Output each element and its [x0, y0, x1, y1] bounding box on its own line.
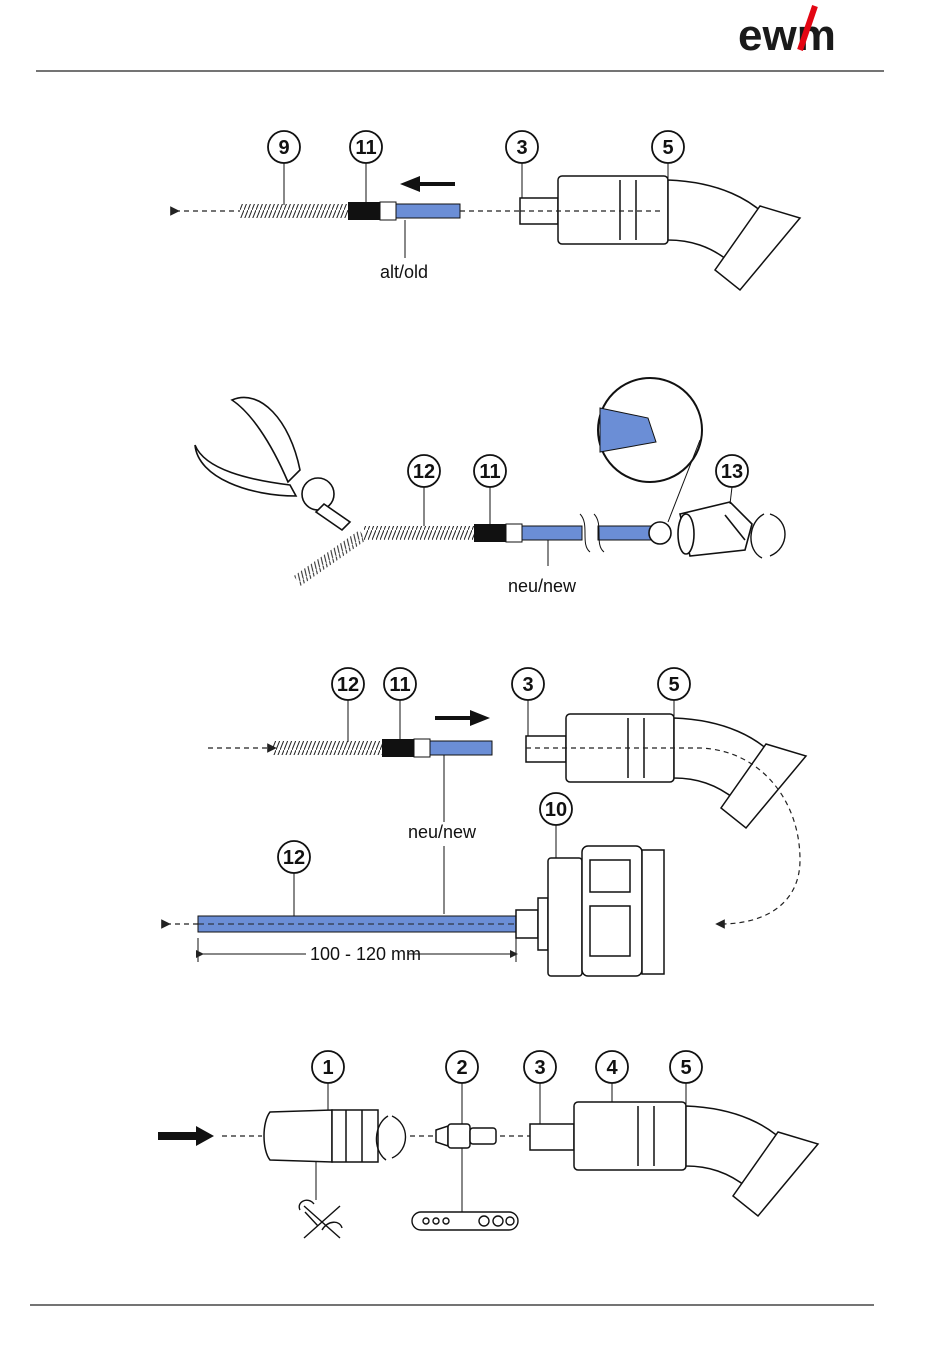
- sharpener-tool-icon: [678, 502, 752, 556]
- liner-end-detail: [649, 522, 671, 544]
- callout-10: 10: [540, 793, 572, 858]
- old-liner: [396, 204, 460, 218]
- svg-text:3: 3: [534, 1057, 545, 1079]
- step-4-figure: 1 2 3 4 5: [158, 1051, 818, 1238]
- callout-5: 5: [670, 1051, 702, 1106]
- logo-text: ewm: [738, 11, 836, 60]
- callout-11: 11: [350, 131, 382, 202]
- central-connector: [516, 846, 664, 976]
- callout-3: 3: [506, 131, 538, 198]
- svg-text:2: 2: [456, 1057, 467, 1079]
- callout-9: 9: [268, 131, 300, 205]
- svg-text:11: 11: [479, 461, 500, 483]
- step-1-figure: alt/old 9 11 3 5: [175, 131, 800, 290]
- sleeve-white: [380, 202, 396, 220]
- insert-direction-arrow-icon: [435, 710, 490, 726]
- svg-text:11: 11: [389, 674, 410, 696]
- step-2-figure: neu/new 12 11 13: [195, 378, 785, 596]
- svg-text:5: 5: [668, 674, 679, 696]
- svg-text:12: 12: [337, 674, 359, 696]
- callout-5: 5: [658, 668, 690, 718]
- side-cutter-pliers-icon: [195, 397, 350, 530]
- step-3-figure: neu/new 100 - 120 mm 12: [166, 668, 806, 976]
- callout-11: 11: [384, 668, 416, 739]
- svg-text:11: 11: [355, 137, 376, 159]
- torch-neck: [520, 176, 800, 290]
- callout-13: 13: [716, 455, 748, 504]
- insert-direction-arrow-icon: [400, 176, 455, 192]
- svg-text:4: 4: [606, 1057, 618, 1079]
- callout-1: 1: [312, 1051, 344, 1110]
- sleeve-white: [506, 524, 522, 542]
- spiral-guide: [240, 204, 348, 218]
- svg-text:9: 9: [278, 137, 289, 159]
- sleeve-white: [414, 739, 430, 757]
- gas-nozzle: [264, 1110, 378, 1162]
- new-label: neu/new: [408, 822, 477, 842]
- callout-12: 12: [332, 668, 364, 742]
- spiral-guide: [272, 741, 382, 755]
- svg-text:5: 5: [662, 137, 673, 159]
- svg-text:10: 10: [545, 799, 567, 821]
- new-liner-a: [522, 526, 582, 540]
- brand-logo: ewm: [738, 6, 836, 60]
- dimension: 100 - 120 mm: [198, 938, 516, 964]
- callout-11: 11: [474, 455, 506, 524]
- old-label: alt/old: [380, 262, 428, 282]
- sleeve-black: [348, 202, 380, 220]
- no-wrench-icon: [299, 1200, 342, 1238]
- rotate-icon: [751, 514, 785, 558]
- contact-tip-holder: [436, 1124, 496, 1148]
- spiral-guide: [364, 526, 474, 540]
- sleeve-black: [382, 739, 414, 757]
- ewm-spanner-icon: [412, 1212, 518, 1230]
- svg-text:5: 5: [680, 1057, 691, 1079]
- cut-spiral-piece: [294, 530, 366, 586]
- callout-12-lower: 12: [278, 841, 310, 916]
- dimension-label: 100 - 120 mm: [310, 944, 421, 964]
- callout-5: 5: [652, 131, 684, 180]
- svg-text:1: 1: [322, 1057, 333, 1079]
- svg-text:3: 3: [522, 674, 533, 696]
- callout-3: 3: [524, 1051, 556, 1124]
- push-direction-arrow-icon: [158, 1126, 214, 1146]
- new-label: neu/new: [508, 576, 577, 596]
- callout-3: 3: [512, 668, 544, 736]
- sleeve-black: [474, 524, 506, 542]
- svg-text:13: 13: [721, 461, 743, 483]
- rotate-icon: [376, 1116, 405, 1160]
- callout-12: 12: [408, 455, 440, 526]
- svg-text:12: 12: [413, 461, 435, 483]
- svg-text:3: 3: [516, 137, 527, 159]
- callout-2: 2: [446, 1051, 478, 1124]
- torch-neck: [530, 1102, 818, 1216]
- new-liner: [430, 741, 492, 755]
- svg-text:12: 12: [283, 847, 305, 869]
- callout-4: 4: [596, 1051, 628, 1102]
